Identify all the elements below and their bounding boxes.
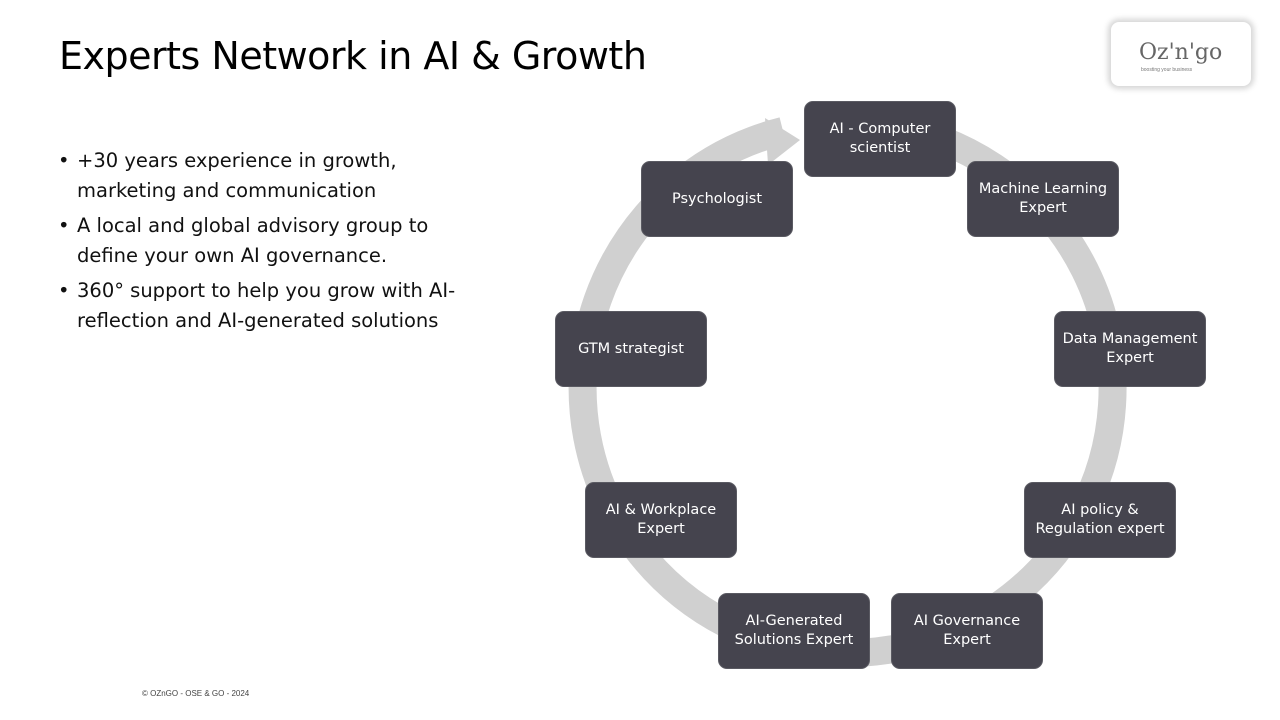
cycle-node-ai-workplace: AI & Workplace Expert [585, 482, 737, 558]
bullet-list: +30 years experience in growth, marketin… [58, 146, 478, 341]
ozngo-logo: Oz'n'go boosting your business [1111, 22, 1251, 86]
cycle-node-data-management: Data Management Expert [1054, 311, 1206, 387]
footer-copyright: © OZnGO - OSE & GO - 2024 [142, 689, 250, 698]
bullet-item: 360° support to help you grow with AI-re… [58, 276, 478, 336]
logo-wordmark: Oz'n'go [1139, 40, 1223, 65]
cycle-node-machine-learning: Machine Learning Expert [967, 161, 1119, 237]
cycle-node-ai-computer-scientist: AI - Computer scientist [804, 101, 956, 177]
cycle-node-ai-governance: AI Governance Expert [891, 593, 1043, 669]
cycle-node-ai-policy: AI policy & Regulation expert [1024, 482, 1176, 558]
cycle-node-gtm-strategist: GTM strategist [555, 311, 707, 387]
page-title: Experts Network in AI & Growth [59, 34, 647, 78]
cycle-node-psychologist: Psychologist [641, 161, 793, 237]
bullet-item: +30 years experience in growth, marketin… [58, 146, 478, 206]
bullet-item: A local and global advisory group to def… [58, 211, 478, 271]
logo-tagline: boosting your business [1141, 67, 1193, 73]
cycle-arrowhead [765, 118, 800, 165]
cycle-node-ai-generated-solutions: AI-Generated Solutions Expert [718, 593, 870, 669]
